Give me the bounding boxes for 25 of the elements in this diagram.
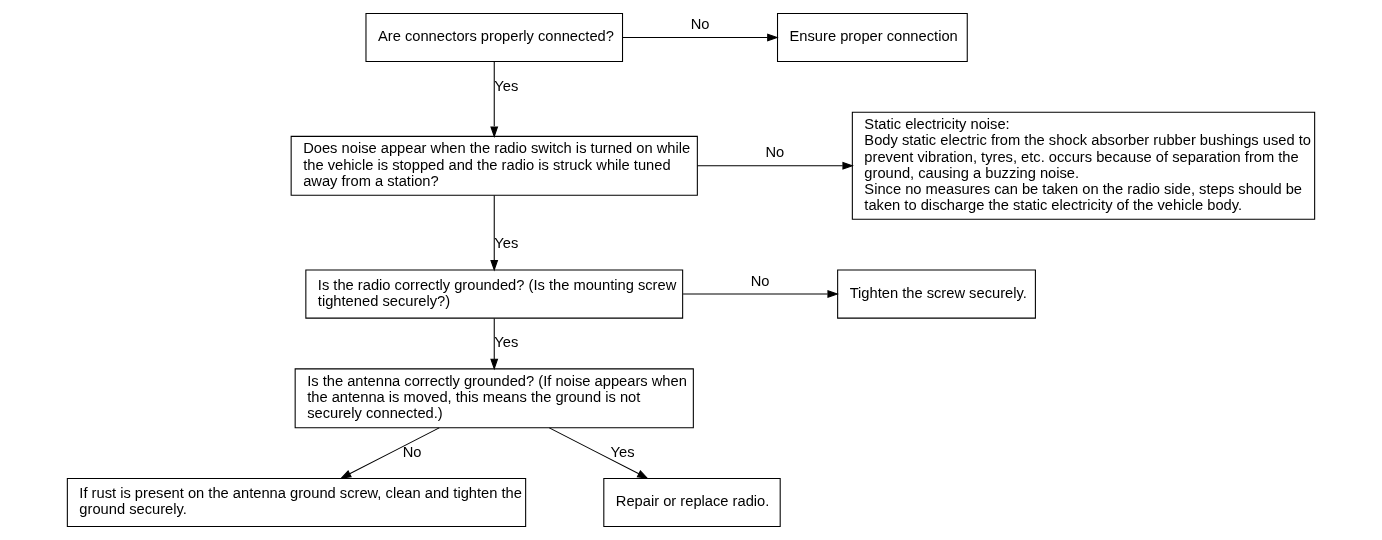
node-box: Is the antenna correctly grounded? (If noise appears when the antenna is moved, this means the ground is not securely connected.) xyxy=(294,368,694,429)
node-box: Tighten the screw securely. xyxy=(837,269,1036,319)
edge-label: Yes xyxy=(494,235,519,252)
arrow xyxy=(339,427,440,479)
arrow xyxy=(490,61,499,138)
arrow xyxy=(682,290,839,299)
arrow xyxy=(696,161,854,170)
node-box: If rust is present on the antenna ground screw, clean and tighten the ground securely. xyxy=(66,477,527,528)
edge-label: Yes xyxy=(494,77,519,94)
arrow xyxy=(490,317,499,371)
node-box: Ensure proper connection xyxy=(777,12,968,63)
node-box: Is the radio correctly grounded? (Is the mounting screw tightened securely?) xyxy=(305,269,684,319)
edge-label: No xyxy=(690,16,710,33)
node-box: Static electricity noise: Body static electric from the shock absorber rubber bushings used to prevent vibration, tyres, etc. occurs because of separation from the ground, causing a buzzing noise. Since no measures can be taken on the radio side, steps should be taken to discharge the static electricity of the vehicle body. xyxy=(851,111,1316,220)
node-box: Does noise appear when the radio switch is turned on while the vehicle is stopped and the radio is struck while tuned away from a station? xyxy=(290,135,698,196)
arrow xyxy=(622,33,779,42)
arrow xyxy=(548,427,649,479)
edge-label: No xyxy=(750,272,770,289)
arrow xyxy=(490,195,499,272)
edge-label: Yes xyxy=(494,334,519,351)
edge-label: No xyxy=(402,443,422,460)
node-box: Are connectors properly connected? xyxy=(365,12,624,63)
node-box: Repair or replace radio. xyxy=(603,477,781,528)
edge-label: No xyxy=(765,144,785,161)
edge-label: Yes xyxy=(610,443,635,460)
